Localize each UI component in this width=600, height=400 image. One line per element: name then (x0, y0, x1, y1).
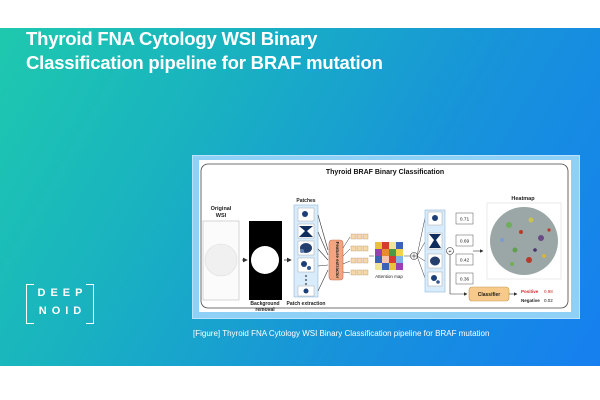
attention-map-label: Attention map (375, 274, 403, 279)
feature-extractor-label: Feature extractor (335, 242, 340, 279)
heatmap-image (490, 207, 558, 275)
original-wsi-sample (204, 243, 238, 277)
patch-tile-5 (297, 285, 315, 297)
score-value-2: 0.69 (460, 239, 470, 245)
logo-right-bracket (86, 284, 94, 324)
score-box-3: 0.42 (455, 253, 474, 266)
aggregation-symbol (410, 252, 418, 260)
pipeline-figure: Thyroid BRAF Binary Classification Origi… (199, 160, 571, 313)
logo-left-bracket (26, 284, 34, 324)
patch-tile-3 (297, 240, 315, 256)
selected-patch-2 (427, 232, 443, 250)
patch-tile-1 (297, 207, 315, 222)
slide-title: Thyroid FNA Cytology WSI Binary Classifi… (26, 27, 446, 75)
score-box-4: 0.36 (455, 272, 474, 285)
background-removal-label-2: removal (255, 307, 275, 312)
logo-word-2: NOID (38, 305, 87, 317)
feature-token-row-3 (350, 257, 369, 264)
title-line-2: Classification pipeline for BRAF mutatio… (26, 52, 383, 73)
sum-circle (446, 247, 454, 255)
original-wsi-label-1: Original (211, 206, 232, 212)
score-value-4: 0.36 (460, 277, 470, 283)
feature-token-row-2 (350, 245, 369, 252)
negative-label: Negative (521, 298, 540, 303)
aggregation-to-tiles (416, 217, 426, 279)
score-box-2: 0.69 (455, 234, 474, 247)
patch-tile-2 (297, 223, 315, 239)
patch-tile-4 (297, 257, 315, 273)
original-wsi-label-2: WSI (216, 213, 227, 219)
feature-token-row-1 (350, 233, 369, 240)
patches-label: Patches (296, 198, 315, 204)
positive-label: Positive (521, 289, 539, 294)
patch-extraction-label: Patch extraction (287, 301, 326, 307)
figure-title: Thyroid BRAF Binary Classification (326, 169, 444, 176)
positive-value: 0.98 (544, 289, 553, 294)
patch-to-extractor-lines (317, 214, 329, 292)
classifier-label: Classifier (478, 292, 501, 298)
deepnoid-logo: DEEP NOID (26, 282, 94, 324)
figure-border (200, 163, 569, 309)
score-value-1: 0.71 (460, 217, 470, 223)
selected-patch-3 (427, 253, 443, 269)
figure-caption: [Figure] Thyroid FNA Cytology WSI Binary… (193, 329, 490, 338)
patches-ellipsis (305, 275, 307, 285)
title-line-1: Thyroid FNA Cytology WSI Binary (26, 28, 318, 49)
feature-connectors (342, 236, 351, 274)
heatmap-spots (500, 217, 551, 266)
sum-symbol: + (448, 249, 451, 255)
attention-map-grid (375, 242, 403, 270)
negative-value: 0.02 (544, 298, 553, 303)
score-box-1: 0.71 (455, 212, 474, 225)
heatmap-label: Heatmap (511, 196, 535, 202)
feature-token-row-4 (350, 269, 369, 276)
selected-patches-column (424, 209, 446, 293)
score-value-3: 0.42 (460, 258, 470, 264)
background-removal-sample (251, 246, 279, 274)
selected-patch-4 (427, 271, 443, 287)
selected-patch-1 (427, 211, 443, 226)
logo-word-1: DEEP (37, 287, 88, 299)
background-removal-label-1: Background (250, 301, 279, 307)
feature-extractor-box (328, 239, 344, 281)
